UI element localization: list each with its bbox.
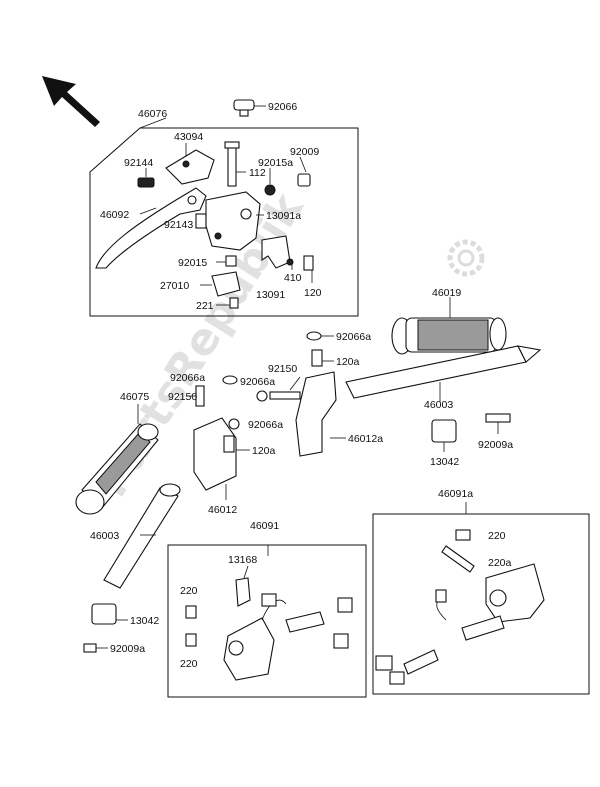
part-46003-handlebar-right xyxy=(345,345,542,399)
part-92066-knob xyxy=(233,99,255,117)
label-46091a: 46091a xyxy=(438,488,473,500)
part-27010-switch xyxy=(211,271,241,297)
label-92144: 92144 xyxy=(124,157,153,169)
label-46012a: 46012a xyxy=(348,433,383,445)
label-92066a-mid: 92066a xyxy=(248,419,283,431)
part-92009a-screw-left xyxy=(83,643,97,653)
part-120a-screw-upper xyxy=(311,349,323,367)
switch-46091-frame xyxy=(167,544,367,698)
label-46003-right: 46003 xyxy=(424,399,453,411)
label-92066a-right: 92066a xyxy=(240,376,275,388)
label-410: 410 xyxy=(284,272,302,284)
part-220-screw-c xyxy=(455,529,471,541)
part-92066a-washer-left xyxy=(222,375,238,385)
label-92150-left: 92150 xyxy=(168,391,197,403)
label-92009a-left: 92009a xyxy=(110,643,145,655)
part-13042-weight-left xyxy=(91,603,117,625)
part-46092-lever xyxy=(95,187,207,269)
label-92009a-right: 92009a xyxy=(478,439,513,451)
part-410-washer xyxy=(286,258,294,266)
part-13091a-lever-holder xyxy=(205,191,261,251)
label-92015a: 92015a xyxy=(258,157,293,169)
label-13091: 13091 xyxy=(256,289,285,301)
label-92143: 92143 xyxy=(164,219,193,231)
label-13042-left: 13042 xyxy=(130,615,159,627)
part-46012-holder xyxy=(193,417,237,491)
part-46019-grip xyxy=(391,317,507,355)
part-13091-clamp xyxy=(261,235,291,269)
part-92144-spring xyxy=(137,177,155,188)
label-27010: 27010 xyxy=(160,280,189,292)
label-46019: 46019 xyxy=(432,287,461,299)
part-220a-screw xyxy=(441,545,475,573)
part-46091-wiring xyxy=(261,593,353,649)
lever-assembly-frame xyxy=(89,127,359,317)
label-46076: 46076 xyxy=(138,108,167,120)
label-112: 112 xyxy=(249,167,266,179)
part-92015-nut xyxy=(225,255,237,267)
label-220-b: 220 xyxy=(180,658,198,670)
label-46003-left: 46003 xyxy=(90,530,119,542)
label-221: 221 xyxy=(196,300,214,312)
part-92066a-washer-right xyxy=(256,390,268,402)
front-direction-arrow-icon xyxy=(42,76,100,127)
label-43094: 43094 xyxy=(174,131,203,143)
part-92150-bolt-right xyxy=(269,391,301,400)
label-46092: 46092 xyxy=(100,209,129,221)
part-92009a-screw-right xyxy=(485,413,511,423)
part-92015a-washer xyxy=(264,184,276,196)
switch-46091a-frame xyxy=(372,513,590,695)
part-120-screw xyxy=(303,255,314,271)
watermark-gear-icon xyxy=(447,239,485,277)
part-46091a-wiring xyxy=(375,589,505,685)
part-220-screw-a xyxy=(185,605,197,619)
label-13168: 13168 xyxy=(228,554,257,566)
label-46075: 46075 xyxy=(120,391,149,403)
label-92150-right: 92150 xyxy=(268,363,297,375)
label-92066a-top: 92066a xyxy=(336,331,371,343)
label-120a-upper: 120a xyxy=(336,356,360,368)
part-92009-nut xyxy=(297,173,311,187)
label-13042-right: 13042 xyxy=(430,456,459,468)
label-92015: 92015 xyxy=(178,257,207,269)
part-92066a-washer-mid xyxy=(228,418,240,430)
label-120: 120 xyxy=(304,287,322,299)
part-46075-grip xyxy=(75,423,159,515)
part-92066a-washer-top xyxy=(306,331,322,341)
label-220-c: 220 xyxy=(488,530,506,542)
part-13042-weight-right xyxy=(431,419,457,443)
part-13168-clip xyxy=(235,577,251,607)
label-120a-lower: 120a xyxy=(252,445,276,457)
label-46012: 46012 xyxy=(208,504,237,516)
label-92066: 92066 xyxy=(268,101,297,113)
label-92066a-left: 92066a xyxy=(170,372,205,384)
label-92009: 92009 xyxy=(290,146,319,158)
part-46003-handlebar-left xyxy=(103,483,181,589)
part-120a-screw-lower xyxy=(223,435,235,453)
label-13091a: 13091a xyxy=(266,210,301,222)
part-221-screw xyxy=(229,297,239,309)
part-92143-collar xyxy=(195,213,207,229)
part-46012a-holder xyxy=(295,371,337,457)
label-220a: 220a xyxy=(488,557,512,569)
label-46091: 46091 xyxy=(250,520,279,532)
part-46091-switch-housing xyxy=(223,617,275,681)
part-43094-lever-cover xyxy=(165,149,215,185)
part-labels: 46076 92066 43094 92009 92144 92015a 112… xyxy=(90,101,513,670)
part-112-bolt xyxy=(224,141,240,187)
label-220-a: 220 xyxy=(180,585,198,597)
part-46091a-switch-housing xyxy=(485,563,545,623)
part-220-screw-b xyxy=(185,633,197,647)
